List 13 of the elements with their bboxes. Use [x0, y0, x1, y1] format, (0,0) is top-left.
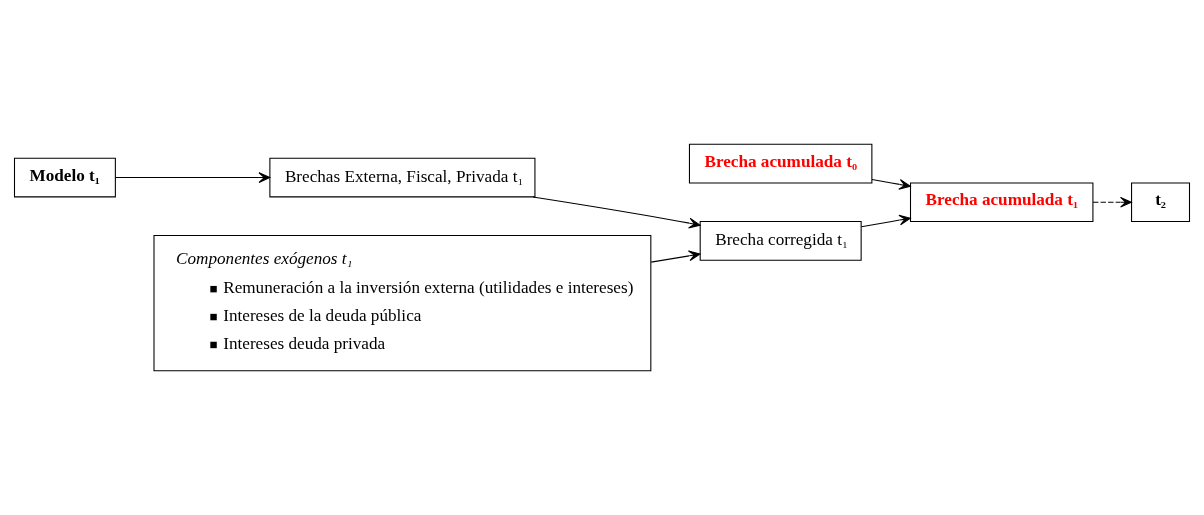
arrow [114, 172, 271, 183]
node-box: Brecha corregida t₁ [699, 221, 862, 261]
node-box: Brecha acumulada t₀ [688, 143, 873, 184]
arrow [650, 250, 701, 263]
node-box: Modelo t₁ [13, 157, 116, 198]
node-box: Componentes exógenos t₁ Remuneración a la inversión externa (utilidades e intereses) Intereses de la deuda pública Intereses deuda privada [153, 234, 652, 372]
node-box: t₂ [1131, 182, 1191, 223]
arrow [860, 214, 911, 228]
arrow [1092, 196, 1132, 208]
arrow [871, 179, 911, 190]
node-box: Brechas Externa, Fiscal, Privada t₁ [269, 157, 536, 198]
node-box: Brecha acumulada t₁ [909, 182, 1094, 223]
arrow [532, 196, 701, 229]
